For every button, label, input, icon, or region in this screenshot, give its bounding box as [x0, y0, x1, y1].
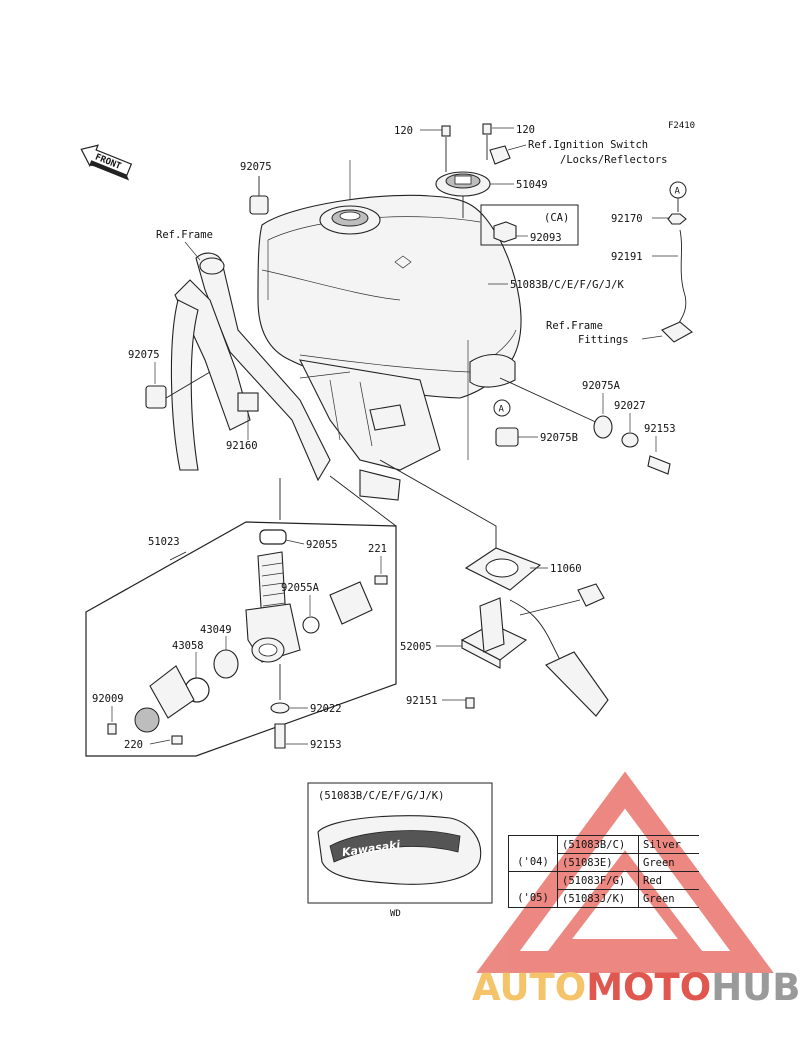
wd-note: WD	[390, 909, 401, 919]
part-221: 221	[368, 543, 387, 555]
part-92151: 92151	[406, 695, 438, 707]
figure-code: F2410	[668, 121, 695, 131]
part-92075B: 92075B	[540, 432, 578, 444]
part-92075A: 92075A	[582, 380, 621, 392]
drain-hose-92191	[661, 198, 693, 343]
color-table-color: Silver	[638, 835, 699, 854]
tank-decal: Kawasaki	[317, 815, 482, 885]
part-11060: 11060	[550, 563, 582, 575]
color-table-code: (51083E)	[557, 853, 639, 872]
fuel-tank	[257, 194, 522, 399]
ca-box	[480, 204, 579, 246]
color-table-row: ('05)(51083J/K)Green	[508, 889, 699, 908]
color-table-code: (51083J/K)	[557, 889, 639, 908]
ref-frame-fittings-1: Ref.Frame	[546, 320, 603, 332]
part-92093: 92093	[530, 232, 562, 244]
part-92027: 92027	[614, 400, 646, 412]
part-labels: 120 120 Ref.Ignition Switch /Locks/Refle…	[92, 124, 678, 751]
fuel-tap-51023	[107, 529, 388, 749]
part-92153-right: 92153	[644, 423, 676, 435]
color-table-color: Red	[638, 871, 699, 890]
part-92009: 92009	[92, 693, 124, 705]
color-table-row: (51083B/C)Silver	[508, 835, 699, 854]
color-table-year	[508, 871, 558, 890]
part-120-right: 120	[516, 124, 535, 136]
nut-92093	[493, 221, 517, 243]
ref-ignition-1: Ref.Ignition Switch	[528, 139, 648, 151]
color-table-year	[508, 835, 558, 854]
ref-frame-fittings-2: Fittings	[578, 334, 629, 346]
color-table-code: (51083B/C)	[557, 835, 639, 854]
part-92055: 92055	[306, 539, 338, 551]
color-table-year: ('05)	[508, 889, 558, 908]
ref-ignition-2: /Locks/Reflectors	[560, 154, 667, 166]
part-43058: 43058	[172, 640, 204, 652]
fuel-tap-assembly-box	[85, 521, 397, 757]
ca-label: (CA)	[544, 212, 569, 224]
front-arrow-icon: FRONT	[80, 144, 133, 181]
fuel-pump-52005	[460, 583, 609, 717]
svg-text:A: A	[499, 405, 505, 415]
part-220: 220	[124, 739, 143, 751]
part-43049: 43049	[200, 624, 232, 636]
part-52005: 52005	[400, 641, 432, 653]
color-table-color: Green	[638, 853, 699, 872]
part-92170: 92170	[611, 213, 643, 225]
part-51023: 51023	[148, 536, 180, 548]
color-table-color: Green	[638, 889, 699, 908]
part-92055A: 92055A	[281, 582, 320, 594]
part-92022: 92022	[310, 703, 342, 715]
rubber-92075-left	[145, 385, 167, 409]
fuel-cap-51049	[435, 123, 511, 218]
decal-header: (51083B/C/E/F/G/J/K)	[318, 790, 444, 802]
part-120-left: 120	[394, 125, 413, 137]
watermark-text: AUTOMOTOHUB	[472, 966, 800, 1009]
part-92075-top: 92075	[240, 161, 272, 173]
marker-a-top: A	[669, 181, 687, 199]
pump-gasket-11060	[464, 547, 542, 591]
mount-right	[499, 377, 671, 475]
rubber-92075B	[495, 427, 519, 447]
part-92075-left: 92075	[128, 349, 160, 361]
color-table-row: (51083F/G)Red	[508, 871, 699, 890]
pad-92160	[237, 392, 259, 412]
rubber-92075-top	[249, 195, 269, 215]
svg-text:A: A	[675, 187, 681, 197]
part-92153-bottom: 92153	[310, 739, 342, 751]
marker-a-mid: A	[493, 399, 511, 417]
color-table-row: ('04)(51083E)Green	[508, 853, 699, 872]
frame	[170, 252, 441, 501]
ref-frame: Ref.Frame	[156, 229, 213, 241]
part-51083: 51083B/C/E/F/G/J/K	[510, 279, 624, 291]
color-table-year: ('04)	[508, 853, 558, 872]
part-92160: 92160	[226, 440, 258, 452]
color-table: (51083B/C)Silver('04)(51083E)Green(51083…	[508, 835, 699, 908]
part-51049: 51049	[516, 179, 548, 191]
color-table-code: (51083F/G)	[557, 871, 639, 890]
part-92191: 92191	[611, 251, 643, 263]
decal-box	[307, 782, 493, 904]
